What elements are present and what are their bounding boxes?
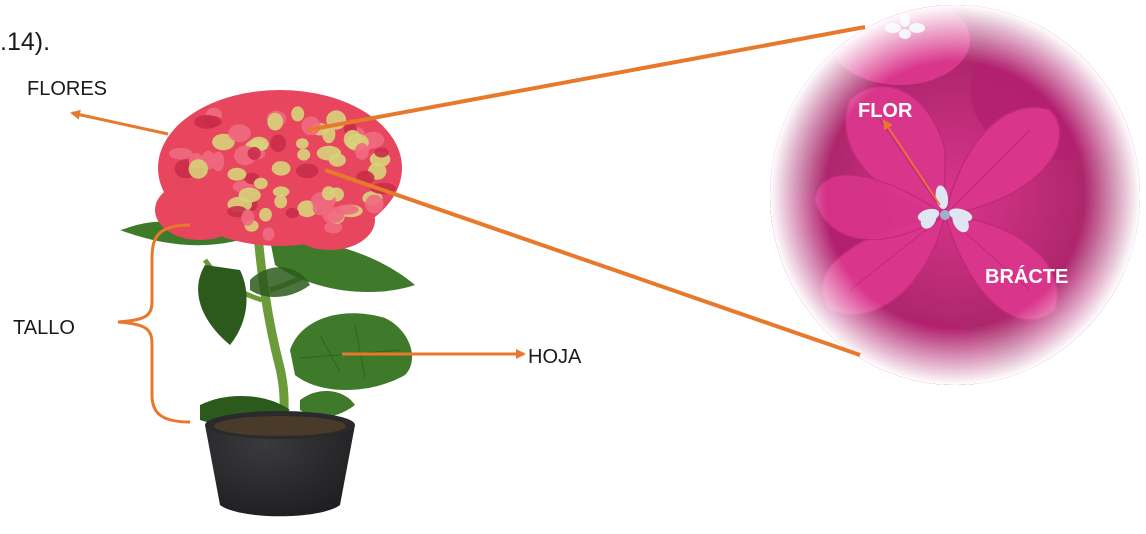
label-tallo: TALLO — [13, 317, 75, 340]
caption-fragment: .14). — [0, 28, 50, 57]
floret — [296, 138, 309, 149]
label-hoja: HOJA — [528, 346, 581, 369]
floret — [228, 168, 247, 181]
floret — [297, 149, 310, 161]
floret — [291, 106, 304, 121]
arrow-flores — [72, 113, 168, 134]
floret — [248, 147, 261, 160]
floret — [301, 116, 320, 135]
floret — [322, 186, 335, 200]
floret — [241, 209, 254, 225]
floret — [374, 148, 388, 158]
floret — [169, 148, 193, 159]
floret — [329, 154, 346, 167]
floret — [267, 113, 283, 131]
hydrangea-plant — [120, 90, 415, 516]
magnified-flower — [730, 0, 1146, 405]
floret — [254, 178, 268, 189]
floret — [355, 143, 369, 160]
stem-bracket — [118, 225, 190, 422]
floret — [239, 188, 261, 203]
label-bracte: BRÁCTE — [985, 266, 1068, 289]
floret — [335, 205, 359, 215]
floret — [270, 135, 286, 153]
floret — [273, 186, 290, 197]
floret — [189, 159, 208, 178]
label-flores: FLORES — [27, 78, 107, 101]
floret — [228, 124, 251, 142]
floret — [212, 152, 224, 172]
floret — [194, 115, 219, 129]
floret — [259, 208, 272, 222]
floret — [296, 164, 318, 179]
floret — [272, 161, 291, 176]
floret — [263, 227, 275, 241]
floret — [365, 195, 383, 214]
label-flor: FLOR — [858, 100, 912, 123]
floret — [286, 208, 299, 218]
